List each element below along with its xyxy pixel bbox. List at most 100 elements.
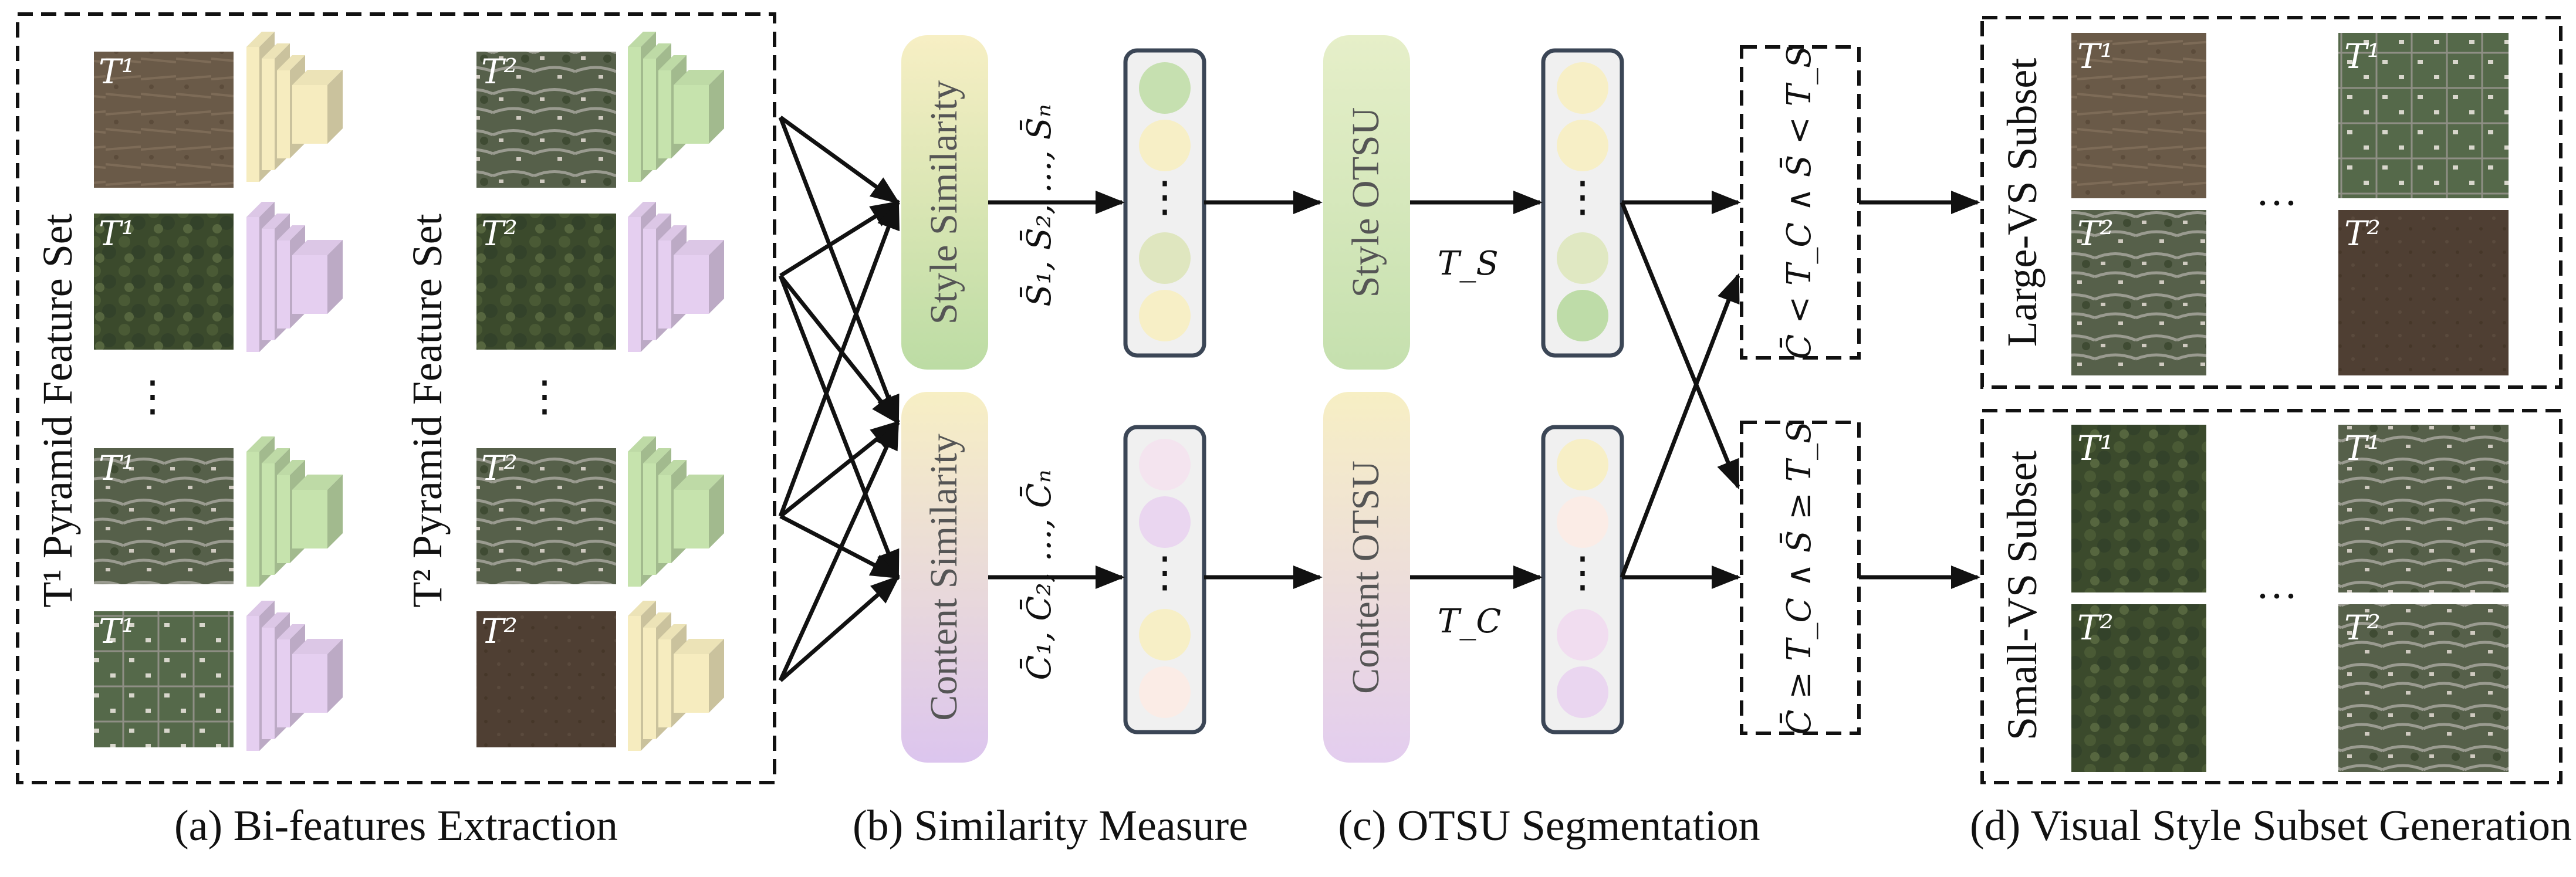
content-otsu-label: Content OTSU — [1344, 460, 1387, 694]
pyramid-layer-top — [292, 70, 343, 85]
content-segment-cell — [1557, 609, 1608, 661]
content-score-vector: ⋮ — [1123, 425, 1206, 734]
pyramid-layer — [277, 639, 290, 727]
content-similarity-label: Content Similarity — [922, 434, 965, 721]
feature-pyramid — [628, 202, 724, 352]
small-subset-image — [2071, 425, 2206, 592]
fan-arrow — [778, 275, 900, 580]
fan-arrow — [778, 199, 900, 517]
t1-image-2 — [94, 214, 234, 350]
style-similarity-label: Style Similarity — [922, 80, 965, 324]
pyramid-layer — [262, 59, 275, 170]
content-similarity-pill — [901, 392, 988, 763]
style-vector-cell — [1139, 120, 1191, 171]
pyramid-layer — [292, 490, 327, 548]
large-subset-tile-label: T² — [2077, 214, 2114, 253]
pyramid-layer-top — [246, 202, 275, 217]
pyramid-layer — [628, 452, 641, 587]
caption-b: (b) Similarity Measure — [853, 802, 1248, 850]
small-subset-tile-label: T¹ — [2344, 428, 2381, 468]
t1-tile-label-1: T¹ — [99, 52, 135, 92]
t2-tile-label-2: T² — [481, 214, 518, 253]
pyramid-layer-top — [246, 436, 275, 452]
t2-image-1 — [476, 52, 616, 188]
t1-image-4 — [94, 611, 234, 747]
pyramid-layer-top — [674, 475, 724, 490]
pyramid-layer — [674, 255, 709, 314]
pyramid-layer-top — [628, 202, 656, 217]
style-scores: S̄₁, S̄₂, …, S̄ₙ — [1019, 104, 1059, 307]
pyramid-layer-top — [277, 624, 305, 639]
pyramid-layer-side — [327, 70, 343, 144]
small-subset-images: T¹ T² ··· T¹ T² — [2071, 425, 2509, 772]
content-scores: C̄₁, C̄₂, …, C̄ₙ — [1019, 470, 1059, 680]
pyramid-layer — [262, 463, 275, 575]
feature-pyramid — [246, 601, 343, 751]
style-vector-cell — [1139, 62, 1191, 114]
content-segment-cell — [1557, 439, 1608, 490]
content-segment-vector: ⋮ — [1541, 425, 1624, 734]
t1-image-column: T¹ T¹ ⋮ T¹ T¹ — [94, 52, 234, 747]
pyramid-layer-top — [674, 70, 724, 85]
large-subset-tile-label: T¹ — [2077, 36, 2114, 76]
pyramid-layer-side — [709, 475, 724, 548]
style-vector-ellipsis: ⋮ — [1144, 174, 1186, 221]
pyramid-layer — [292, 654, 327, 713]
pyramid-layer-top — [292, 639, 343, 654]
pyramid-layer-top — [674, 240, 724, 255]
feature-pyramid — [628, 436, 724, 587]
t2-tile-label-1: T² — [481, 52, 518, 92]
style-vector-cell — [1139, 232, 1191, 284]
t1-pyramid-set-label: T¹ Pyramid Feature Set — [34, 214, 81, 607]
pyramid-layer — [643, 229, 656, 340]
fan-arrow — [778, 419, 900, 682]
style-vector-cell — [1139, 290, 1191, 341]
style-score-vector: ⋮ — [1123, 48, 1206, 358]
fan-arrow — [779, 575, 900, 682]
pyramid-layer — [674, 490, 709, 548]
large-subset-tile-label: T² — [2344, 214, 2381, 253]
pyramid-layer-side — [327, 639, 343, 713]
content-vector-cell — [1139, 609, 1191, 661]
t2-image-2 — [476, 214, 616, 350]
pyramid-layer — [246, 217, 259, 352]
fan-out-arrows — [778, 116, 901, 682]
pyramid-layer-top — [643, 214, 671, 229]
pyramid-layer — [658, 639, 671, 727]
t1-tile-label-3: T¹ — [99, 448, 135, 488]
small-subset-image — [2338, 425, 2509, 592]
pyramid-layer-top — [246, 601, 275, 616]
content-otsu-pill — [1323, 392, 1410, 763]
small-condition: C̄ ≥ T_C ∧ S̄ ≥ T_S — [1779, 421, 1818, 735]
pyramid-layer — [292, 85, 327, 144]
style-threshold: T_S — [1438, 245, 1499, 283]
content-vector-cell — [1139, 439, 1191, 490]
style-segment-cell — [1557, 120, 1608, 171]
pyramid-layer-side — [709, 70, 724, 144]
pyramid-layer-top — [658, 460, 687, 475]
feature-pyramid — [246, 436, 343, 587]
t1-image-1 — [94, 52, 234, 188]
small-subset-tile-label: T¹ — [2077, 428, 2114, 468]
pyramid-layer — [674, 654, 709, 713]
content-vector-cell — [1139, 666, 1191, 718]
pyramid-layer — [277, 70, 290, 158]
pyramid-layer — [643, 59, 656, 170]
t1-ellipsis: ⋮ — [131, 373, 174, 420]
t1-image-3 — [94, 448, 234, 584]
pyramid-layer — [277, 475, 290, 563]
style-otsu-pill — [1323, 35, 1410, 370]
t2-tile-label-4: T² — [481, 611, 518, 651]
large-subset-tile-label: T¹ — [2344, 36, 2381, 76]
fan-arrow — [778, 116, 900, 425]
pyramid-layer — [628, 616, 641, 751]
content-segment-cell — [1557, 496, 1608, 548]
pyramid-layer-top — [277, 55, 305, 70]
content-segment-frame — [1541, 425, 1624, 734]
content-segment-cell — [1557, 666, 1608, 718]
arrow-content-to-large-condition — [1620, 273, 1740, 578]
feature-pyramid — [246, 32, 343, 182]
small-subset-label: Small-VS Subset — [1999, 451, 2046, 740]
style-segment-cell — [1557, 290, 1608, 341]
pyramid-layer-top — [292, 240, 343, 255]
